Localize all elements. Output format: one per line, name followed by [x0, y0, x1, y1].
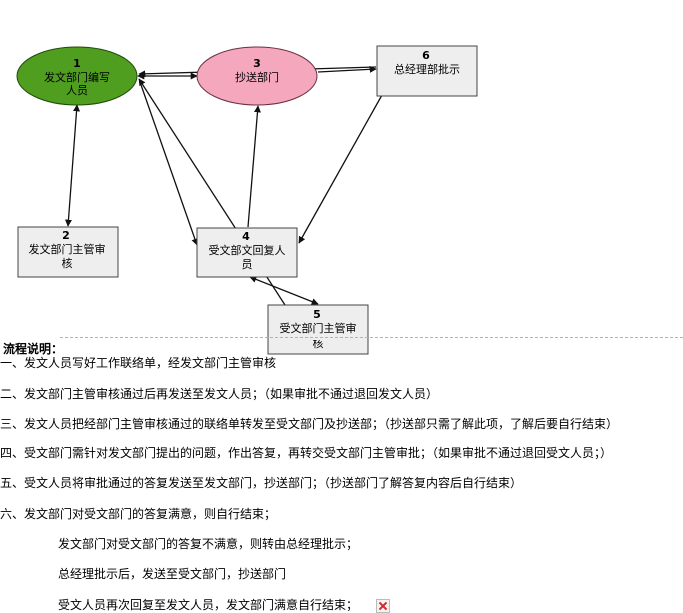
- step-1: 一、发文人员写好工作联络单，经发文部门主管审核: [0, 356, 277, 370]
- node-4-shape: [196, 227, 298, 278]
- node-5-join: [269, 340, 367, 341]
- substep-1: 发文部门对受文部门的答复不满意，则转由总经理批示；: [58, 537, 359, 551]
- substep-3-row: 受文人员再次回复至发文人员，发文部门满意自行结束；: [58, 597, 391, 613]
- node-3-num: 3: [253, 57, 261, 70]
- node-6-num: 6: [422, 49, 430, 62]
- node-5-shape-lower: [267, 340, 369, 355]
- node-1-line-1: 发文部门编写: [44, 70, 110, 84]
- edge-4-3: [247, 105, 261, 228]
- edge-3-6: [317, 65, 377, 73]
- node-3-shape: [196, 46, 318, 106]
- node-1-num: 1: [73, 57, 81, 70]
- substep-3: 受文人员再次回复至发文人员，发文部门满意自行结束；: [58, 598, 359, 612]
- node-6-shape: [376, 45, 478, 97]
- node-4-line-1: 受文部文回复人: [209, 243, 286, 257]
- description-title: 流程说明：: [3, 342, 64, 356]
- edge-1-4: [139, 81, 199, 246]
- node-4-line-2: 员: [242, 258, 253, 271]
- section-divider: [60, 337, 683, 338]
- substep-2: 总经理批示后，发送至受文部门，抄送部门: [58, 567, 287, 581]
- node-5-shape: [267, 304, 369, 340]
- node-2-line-1: 发文部门主管审: [29, 242, 106, 256]
- flow-diagram-lower: 核: [267, 340, 369, 355]
- node-6: 6 总经理部批示: [376, 45, 478, 97]
- node-3-line-1: 抄送部门: [235, 70, 279, 84]
- node-1: 1 发文部门编写 人员: [16, 46, 138, 106]
- node-5-line-2: 核: [313, 340, 324, 350]
- node-2: 2 发文部门主管审 核: [17, 226, 119, 278]
- step-4: 四、受文部门需针对发文部门提出的问题，作出答复，再转交受文部门主管审批；（如果审…: [0, 446, 613, 460]
- node-2-shape: [17, 226, 119, 278]
- step-6: 六、发文部门对受文部门的答复满意，则自行结束；: [0, 507, 277, 521]
- step-2: 二、发文部门主管审核通过后再发送至发文人员；（如果审批不通过退回发文人员）: [0, 387, 439, 401]
- node-5-line-1: 受文部门主管审: [280, 321, 357, 335]
- flow-diagram: 1 发文部门编写 人员 2 发文部门主管审 核 3 抄送部门 4 受文部文回复人…: [16, 45, 478, 340]
- edge-6-4: [298, 94, 383, 244]
- node-6-line-1: 总经理部批示: [394, 62, 460, 76]
- node-2-num: 2: [62, 229, 70, 242]
- node-2-line-2: 核: [62, 256, 73, 270]
- node-4: 4 受文部文回复人 员: [196, 227, 298, 278]
- node-4-num: 4: [242, 230, 250, 243]
- step-3: 三、发文人员把经部门主管审核通过的联络单转发至受文部门及抄送部；（抄送部只需了解…: [0, 417, 619, 431]
- step-5: 五、受文人员将审批通过的答复发送至发文部门，抄送部门；（抄送部门了解答复内容后自…: [0, 476, 523, 490]
- node-5-num: 5: [313, 308, 321, 321]
- node-3: 3 抄送部门: [196, 46, 318, 106]
- node-5: 5 受文部门主管审: [267, 304, 369, 340]
- node-1-line-2: 人员: [66, 84, 88, 97]
- edge-4-5: [249, 276, 319, 305]
- node-1-shape: [16, 46, 138, 106]
- edge-1-2: [64, 104, 81, 227]
- broken-image-icon: [376, 598, 391, 613]
